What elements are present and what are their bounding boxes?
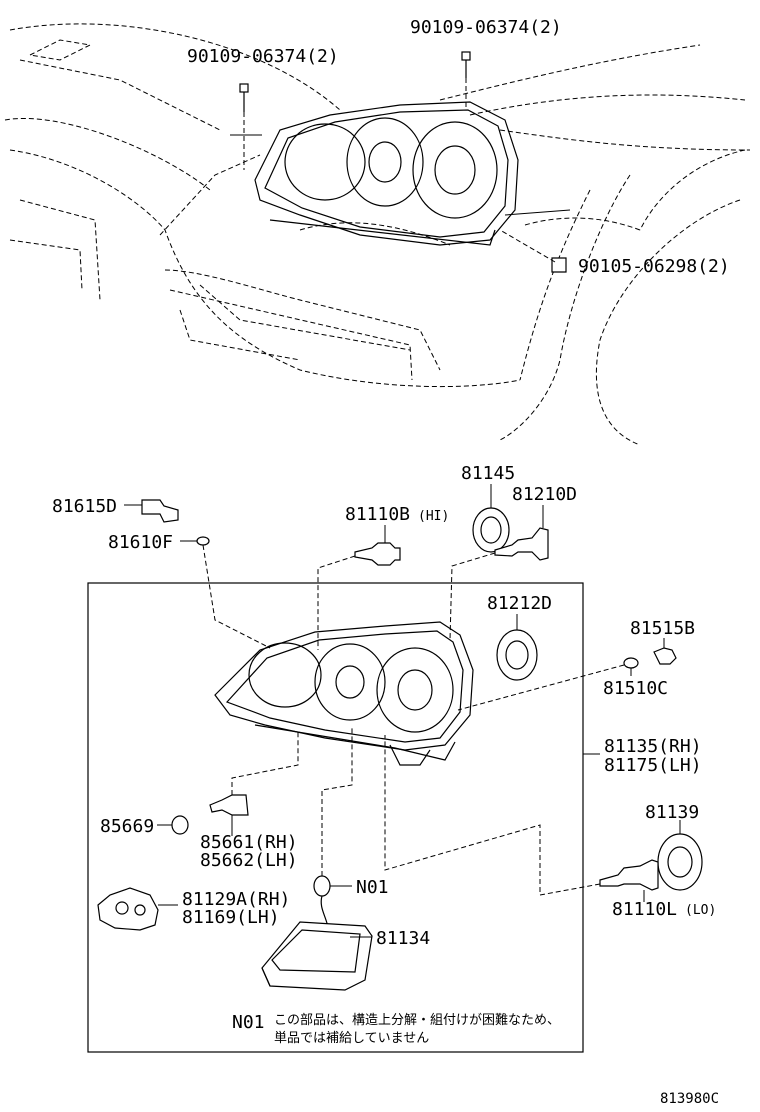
part-81129a-label: 81129A(RH): [182, 889, 290, 910]
part-81110b-label: 81110B: [345, 504, 410, 525]
part-n01-label: N01: [356, 877, 389, 898]
ballast-81134-icon: [261, 921, 373, 991]
ring-81145-icon: [472, 484, 510, 553]
part-81110l-label: 81110L: [612, 899, 677, 920]
car-body-illustration: [4, 23, 751, 446]
assembly-frame: [87, 582, 584, 1053]
part-85669-label: 85669: [100, 816, 154, 837]
part-81135-label: 81135(RH): [604, 736, 702, 757]
oring-85669-icon: [157, 815, 189, 835]
part-85661-label: 85661(RH): [200, 832, 298, 853]
screw-top-right-icon: [461, 51, 471, 108]
part-81610f-label: 81610F: [108, 532, 173, 553]
figure-reference: 813980C: [660, 1091, 719, 1107]
part-81139-label: 81139: [645, 802, 699, 823]
part-81175-label: 81175(LH): [604, 755, 702, 776]
part-81169-label: 81169(LH): [182, 907, 280, 928]
bulb-81110l-icon: [384, 735, 659, 902]
hid-bulb-85661-icon: [209, 730, 299, 836]
ring-81212d-icon: [496, 614, 538, 681]
clip-right-label: 90105-06298(2): [578, 256, 730, 277]
headlamp-on-car: [254, 101, 519, 246]
part-81145-label: 81145: [461, 463, 515, 484]
note-line-2: 単品では補給していません: [274, 1030, 429, 1046]
screw-top-left-label: 90109-06374(2): [187, 46, 339, 67]
part-85662-label: 85662(LH): [200, 850, 298, 871]
socket-81615d-icon: [124, 499, 179, 523]
part-81515b-label: 81515B: [630, 618, 695, 639]
socket-81515b-icon: [653, 638, 677, 665]
screw-top-right-label: 90109-06374(2): [410, 17, 562, 38]
part-81510c-label: 81510C: [603, 678, 668, 699]
part-81615d-label: 81615D: [52, 496, 117, 517]
clip-right-icon: [499, 229, 567, 273]
part-81210d-label: 81210D: [512, 484, 577, 505]
igniter-81129a-icon: [97, 887, 178, 931]
headlamp-assembly: [214, 621, 474, 766]
bulb-81210d-icon: [449, 505, 549, 641]
part-81134-label: 81134: [376, 928, 430, 949]
bulb-81110b-icon: [317, 525, 401, 650]
note-line-1: この部品は、構造上分解・組付けが困難なため、: [274, 1013, 560, 1028]
note-code: N01: [232, 1012, 265, 1033]
screw-top-left-icon: [239, 83, 249, 170]
ring-81139-icon: [657, 820, 703, 891]
bulb-81610f-icon: [180, 536, 271, 649]
part-81110l-tag: (LO): [685, 903, 716, 918]
part-81212d-label: 81212D: [487, 593, 552, 614]
part-81110b-tag: (HI): [418, 509, 449, 524]
bulb-81510c-icon: [457, 657, 639, 711]
connector-n01-icon: [313, 728, 353, 936]
